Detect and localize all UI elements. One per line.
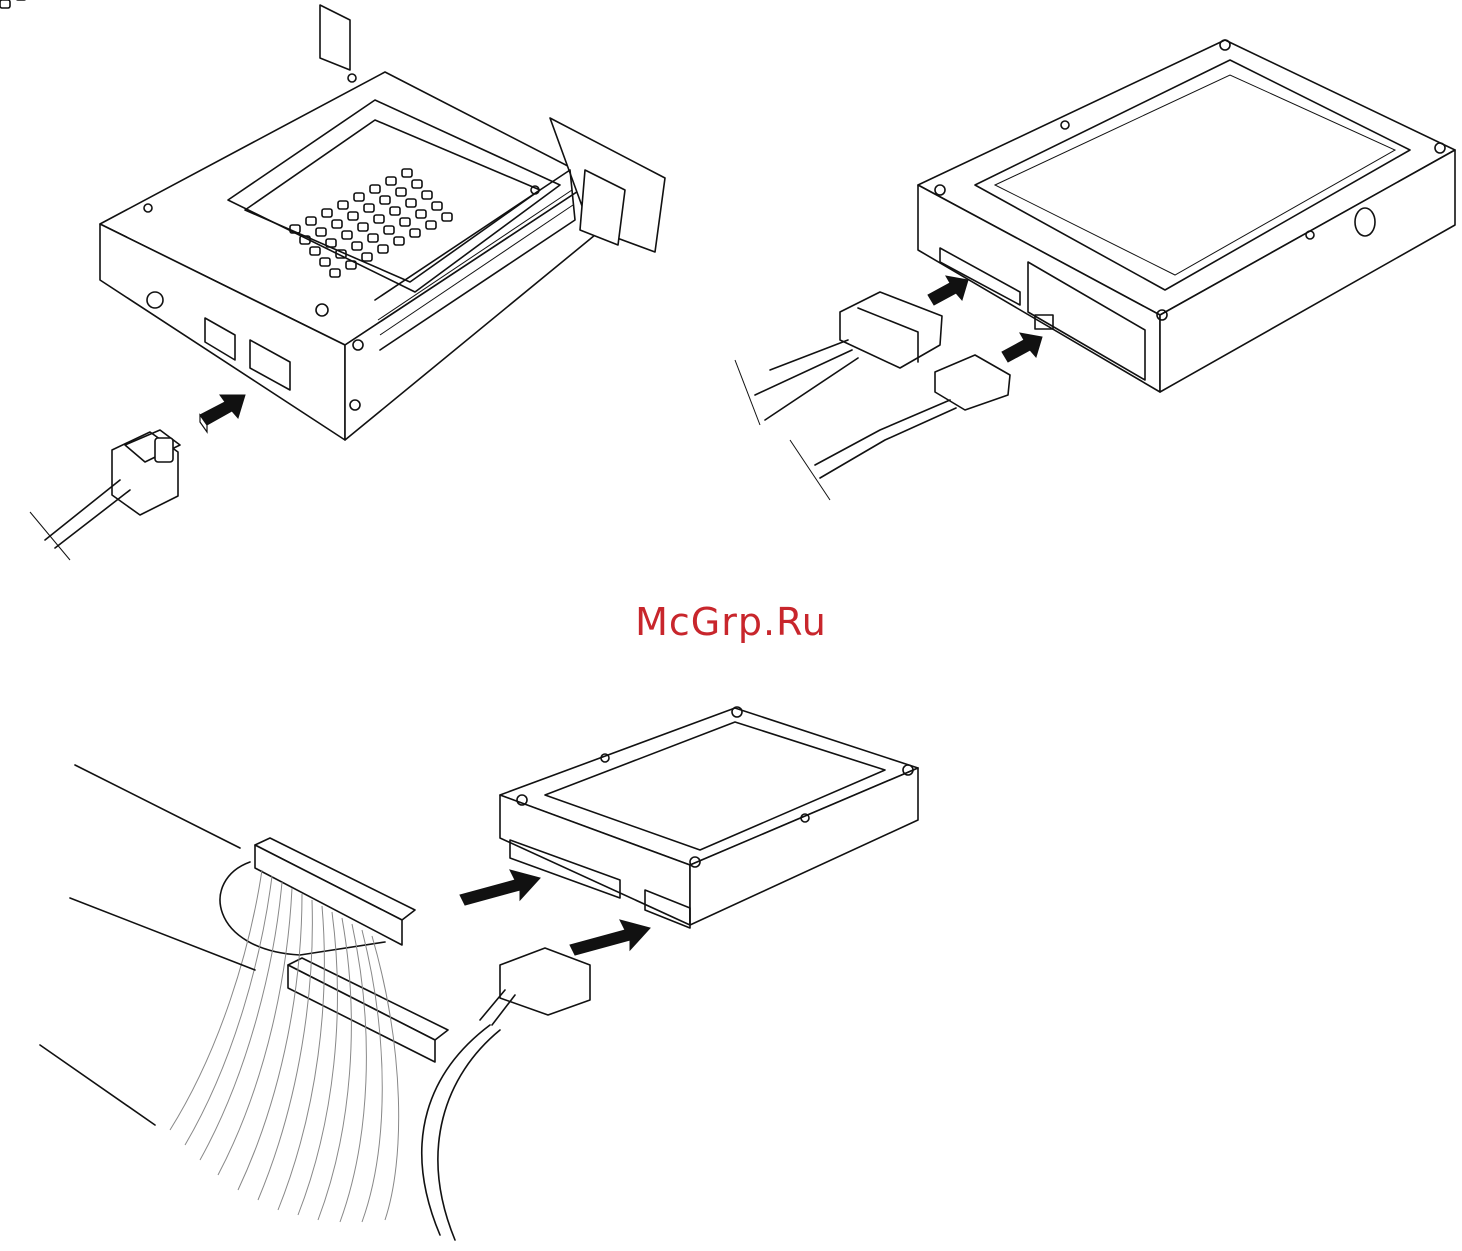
watermark-text: McGrp.Ru [0,600,1462,644]
power-plug-icon [30,430,180,560]
sata-power-connector-icon [735,292,942,425]
sata-data-connector-icon [790,355,1010,500]
ide-hdd-figure [40,707,918,1240]
drive-bay-figure [0,0,665,560]
sata-hdd-figure [735,40,1455,500]
ide-ribbon-connector-icon [170,838,448,1222]
insert-arrow-icon [200,395,245,432]
molex-power-connector-icon [422,948,590,1240]
